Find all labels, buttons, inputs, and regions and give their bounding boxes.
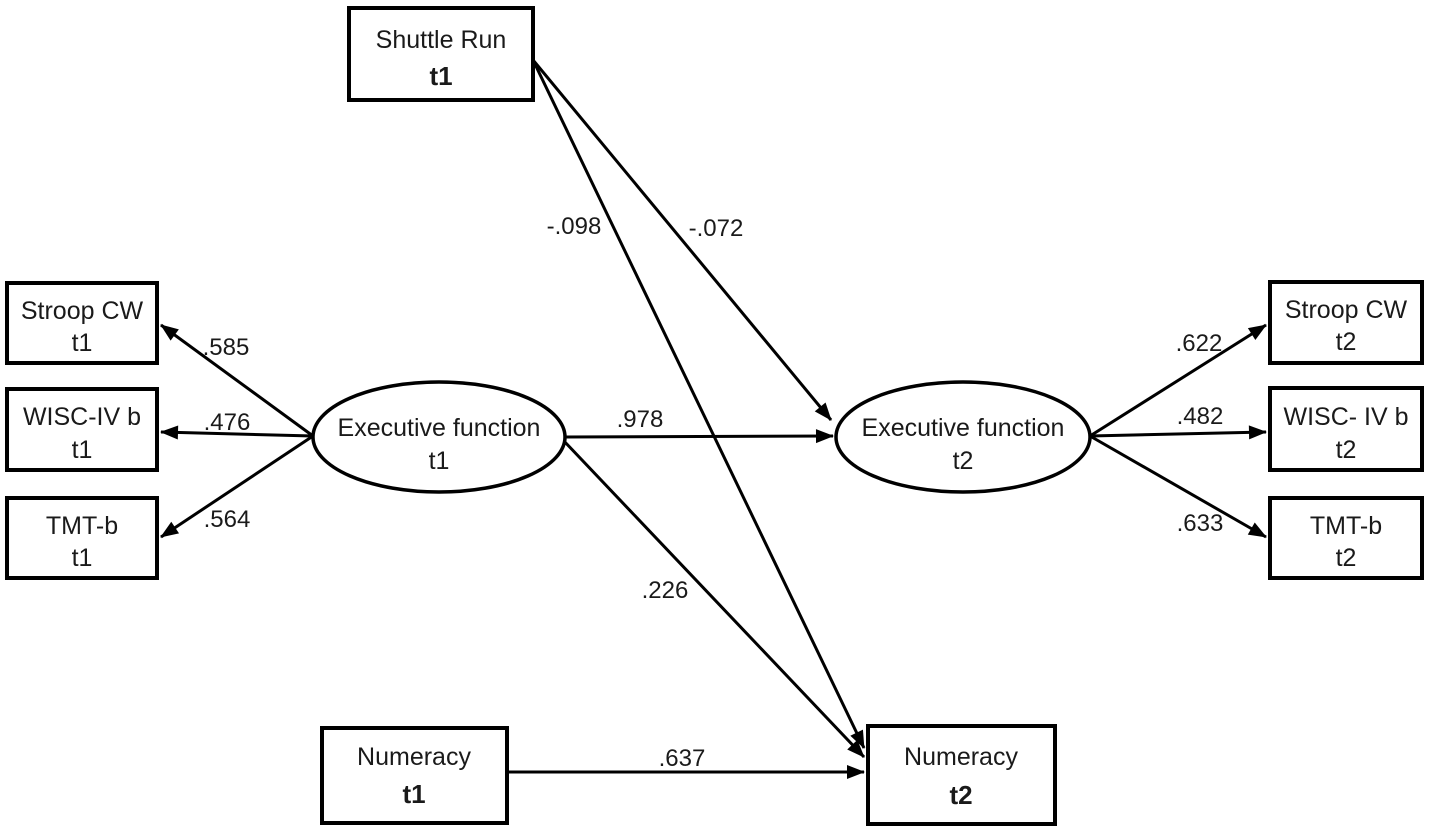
coefficient-ef1-ef2: .978 <box>617 406 664 433</box>
executive-function-t2-ellipse <box>834 380 1092 494</box>
node-stroop-cw-t2: Stroop CW t2 <box>1268 280 1424 365</box>
wisc-iv-b-t1-time: t1 <box>72 436 93 464</box>
numeracy-t2-time: t2 <box>949 780 972 810</box>
tmt-b-t1-label: TMT-b <box>46 512 118 540</box>
node-wisc-iv-b-t2: WISC- IV b t2 <box>1268 386 1424 472</box>
numeracy-t1-box <box>320 726 509 825</box>
path-ef2-to-stroop2 <box>1089 323 1267 438</box>
wisc-iv-b-t1-label: WISC-IV b <box>23 403 141 431</box>
shuttle-run-t1-time: t1 <box>429 61 452 91</box>
shuttle-run-t1-label: Shuttle Run <box>376 26 507 54</box>
node-stroop-cw-t1: Stroop CW t1 <box>5 281 159 365</box>
edges <box>160 59 1267 779</box>
executive-function-t1-label: Executive function <box>338 414 541 442</box>
stroop-cw-t2-label: Stroop CW <box>1285 296 1408 324</box>
coefficient-ef1-tmt1: .564 <box>204 506 251 533</box>
wisc-iv-b-t2-time: t2 <box>1336 436 1357 464</box>
path-shuttle-to-ef2 <box>531 59 833 421</box>
coefficient-num1-num2: .637 <box>659 745 706 772</box>
stroop-cw-t1-time: t1 <box>72 329 93 357</box>
tmt-b-t1-box <box>5 496 159 580</box>
edge-labels: .585 .476 .564 .622 .482 .633 .978 -.072… <box>203 213 1224 772</box>
coefficient-ef1-stroop1: .585 <box>203 334 250 361</box>
numeracy-t2-box <box>866 724 1057 826</box>
stroop-cw-t2-box <box>1268 280 1424 365</box>
path-ef2-to-wisc2 <box>1089 425 1267 440</box>
coefficient-ef2-tmt2: .633 <box>1177 510 1224 537</box>
coefficient-ef2-stroop2: .622 <box>1176 330 1223 357</box>
executive-function-t2-time: t2 <box>953 447 974 475</box>
coefficient-shuttle-num2: -.098 <box>547 213 602 240</box>
stroop-cw-t1-box <box>5 281 159 365</box>
executive-function-t1-ellipse <box>311 380 567 494</box>
numeracy-t2-label: Numeracy <box>904 743 1018 771</box>
wisc-iv-b-t2-label: WISC- IV b <box>1283 403 1408 431</box>
coefficient-ef1-num2: .226 <box>642 577 689 604</box>
tmt-b-t2-box <box>1268 496 1424 580</box>
path-ef1-to-wisc1 <box>160 425 314 440</box>
path-ef2-to-tmt2 <box>1089 434 1267 539</box>
node-tmt-b-t1: TMT-b t1 <box>5 496 159 580</box>
node-wisc-iv-b-t1: WISC-IV b t1 <box>5 387 159 472</box>
tmt-b-t2-label: TMT-b <box>1310 512 1382 540</box>
node-numeracy-t2: Numeracy t2 <box>866 724 1057 826</box>
node-tmt-b-t2: TMT-b t2 <box>1268 496 1424 580</box>
path-ef1-to-stroop1 <box>160 323 314 438</box>
coefficient-shuttle-ef2: -.072 <box>689 215 744 242</box>
executive-function-t2-label: Executive function <box>862 414 1065 442</box>
path-ef1-to-numeracy2 <box>561 438 866 759</box>
executive-function-t1-time: t1 <box>429 447 450 475</box>
numeracy-t1-label: Numeracy <box>357 743 471 771</box>
tmt-b-t2-time: t2 <box>1336 544 1357 572</box>
numeracy-t1-time: t1 <box>402 779 425 809</box>
node-executive-function-t1: Executive function t1 <box>311 380 567 494</box>
shuttle-run-t1-box <box>347 6 535 102</box>
coefficient-ef1-wisc1: .476 <box>204 409 251 436</box>
stroop-cw-t1-label: Stroop CW <box>21 297 144 325</box>
stroop-cw-t2-time: t2 <box>1336 328 1357 356</box>
wisc-iv-b-t1-box <box>5 387 159 472</box>
tmt-b-t1-time: t1 <box>72 544 93 572</box>
node-numeracy-t1: Numeracy t1 <box>320 726 509 825</box>
path-shuttle-to-numeracy2 <box>531 59 866 749</box>
coefficient-ef2-wisc2: .482 <box>1177 403 1224 430</box>
path-ef1-to-tmt1 <box>160 434 314 539</box>
node-shuttle-run-t1: Shuttle Run t1 <box>347 6 535 102</box>
path-ef1-to-ef2 <box>564 429 834 444</box>
wisc-iv-b-t2-box <box>1268 386 1424 472</box>
node-executive-function-t2: Executive function t2 <box>834 380 1092 494</box>
